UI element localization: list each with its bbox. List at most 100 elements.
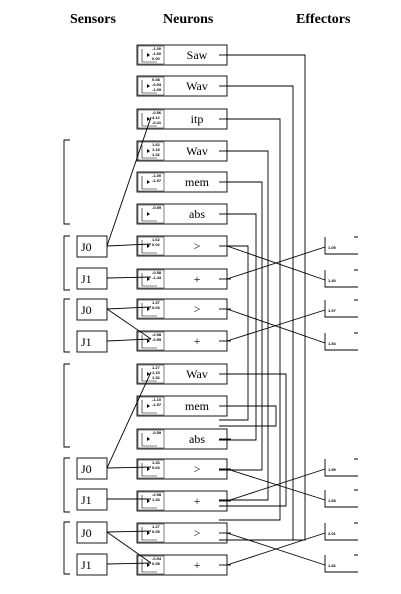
neuron-weight-label: 1.33	[152, 497, 161, 502]
neuron-input-port	[137, 523, 165, 543]
effector-value-label: 1.05	[328, 245, 337, 250]
neuron-weight-label: 1.27	[152, 365, 161, 370]
effector-value-label: 2.01	[328, 531, 337, 536]
neuron-weight-label: 1.32	[152, 375, 161, 380]
neuron-weight-label: -1.97	[152, 178, 162, 183]
effector-value-label: 1.68	[328, 498, 337, 503]
input-arrowhead	[147, 244, 150, 248]
neuron-input-port	[137, 459, 165, 479]
sensor-box	[76, 457, 108, 480]
effector-box	[324, 458, 358, 477]
neuron-type-label: abs	[189, 207, 205, 221]
effector-box	[324, 332, 358, 351]
sensor-box	[76, 235, 108, 258]
neuron-weight-label: 0.02	[152, 242, 161, 247]
neuron-to-effector-connection	[226, 532, 326, 566]
neuron-weight-label: -1.09	[152, 87, 162, 92]
neuron-weight-label: -0.59	[152, 205, 162, 210]
neuron-input-port	[137, 364, 165, 384]
neuron-input-bus	[141, 145, 157, 159]
effectors-header: Effectors	[296, 12, 351, 27]
sensor-to-neuron-connection	[106, 466, 152, 469]
effector-box	[324, 489, 358, 508]
sensor-box	[76, 330, 108, 353]
neuron-type-label: >	[194, 462, 201, 476]
input-arrowhead	[147, 437, 150, 441]
sensor-to-neuron-connection	[106, 530, 152, 533]
sensor-to-neuron-connection	[106, 531, 152, 564]
recurrent-connection	[219, 245, 249, 421]
sensor-label: J0	[81, 526, 92, 540]
input-arrowhead	[147, 404, 150, 408]
recurrent-connection	[219, 85, 294, 541]
neuron-type-label: Wav	[186, 144, 208, 158]
input-arrowhead	[147, 531, 150, 535]
input-arrowhead	[147, 339, 150, 343]
neuron-weight-label: -0.54	[152, 556, 162, 561]
neuron-input-bus	[141, 208, 157, 222]
neuron-weight-label: -0.93	[152, 82, 162, 87]
neuron-input-bus	[141, 400, 157, 414]
neuron-weight-label: 1.32	[152, 152, 161, 157]
neuron-weight-label: 0.05	[152, 529, 161, 534]
input-arrowhead	[147, 149, 150, 153]
neuron-weight-label: -0.58	[152, 270, 162, 275]
input-arrowhead	[147, 467, 150, 471]
recurrent-connection	[219, 373, 287, 507]
sensor-label: J0	[81, 240, 92, 254]
sensor-to-neuron-connection	[106, 308, 152, 340]
neuron-input-bus	[141, 49, 157, 63]
effector-box	[324, 554, 358, 573]
neuron-input-port	[137, 555, 165, 575]
effector-box	[324, 522, 358, 541]
neuron-weight-label: -0.56	[152, 110, 162, 115]
neuron-input-bus	[141, 176, 157, 190]
neuron-type-label: mem	[185, 399, 210, 413]
sensor-group-bracket	[63, 298, 70, 353]
sensor-box	[76, 553, 108, 576]
sensor-label: J1	[81, 335, 92, 349]
recurrent-connection	[219, 118, 281, 521]
sensor-label: J0	[81, 462, 92, 476]
effector-box	[324, 236, 358, 255]
neuron-weight-label: 1.62	[152, 237, 161, 242]
sensor-label: J1	[81, 272, 92, 286]
neuron-type-label: >	[194, 302, 201, 316]
neuron-weight-label: 1.37	[152, 300, 161, 305]
neuron-to-effector-connection	[226, 246, 326, 280]
sensor-group-bracket	[63, 363, 70, 448]
sensor-group-bracket	[63, 457, 70, 513]
neuron-weight-label: -0.41	[152, 120, 162, 125]
neuron-input-bus	[141, 433, 157, 447]
neuron-input-port	[137, 491, 165, 511]
sensor-to-neuron-connection	[106, 243, 152, 247]
sensor-to-neuron-connection	[106, 562, 152, 565]
neuron-type-label: Saw	[187, 48, 208, 62]
neuron-type-label: +	[194, 272, 201, 286]
recurrent-connection	[219, 181, 263, 471]
input-arrowhead	[147, 563, 150, 567]
effector-value-label: 1.82	[328, 563, 337, 568]
neuron-type-label: +	[194, 334, 201, 348]
neuron-input-bus	[141, 80, 157, 94]
neuron-weight-label: -1.60	[152, 51, 162, 56]
neuron-type-label: Wav	[186, 79, 208, 93]
neuron-input-port	[137, 299, 165, 319]
sensor-label: J1	[81, 558, 92, 572]
neuron-input-port	[137, 269, 165, 289]
neuron-input-port	[137, 331, 165, 351]
neuron-input-port	[137, 76, 165, 96]
neuron-weight-label: -0.55	[152, 337, 162, 342]
neuron-weight-label: -0.58	[152, 492, 162, 497]
neuron-type-label: >	[194, 239, 201, 253]
neuron-weight-label: 0.00	[152, 56, 161, 61]
input-arrowhead	[147, 53, 150, 57]
neuron-type-label: +	[194, 558, 201, 572]
neuron-weight-label: 0.04	[152, 465, 161, 470]
neuron-weight-label: 1.19	[152, 147, 161, 152]
neuron-type-label: >	[194, 526, 201, 540]
neuron-input-port	[137, 429, 165, 449]
neuron-input-port	[137, 204, 165, 224]
neuron-weight-label: 1.15	[152, 370, 161, 375]
neuron-weight-label: -1.43	[152, 275, 162, 280]
